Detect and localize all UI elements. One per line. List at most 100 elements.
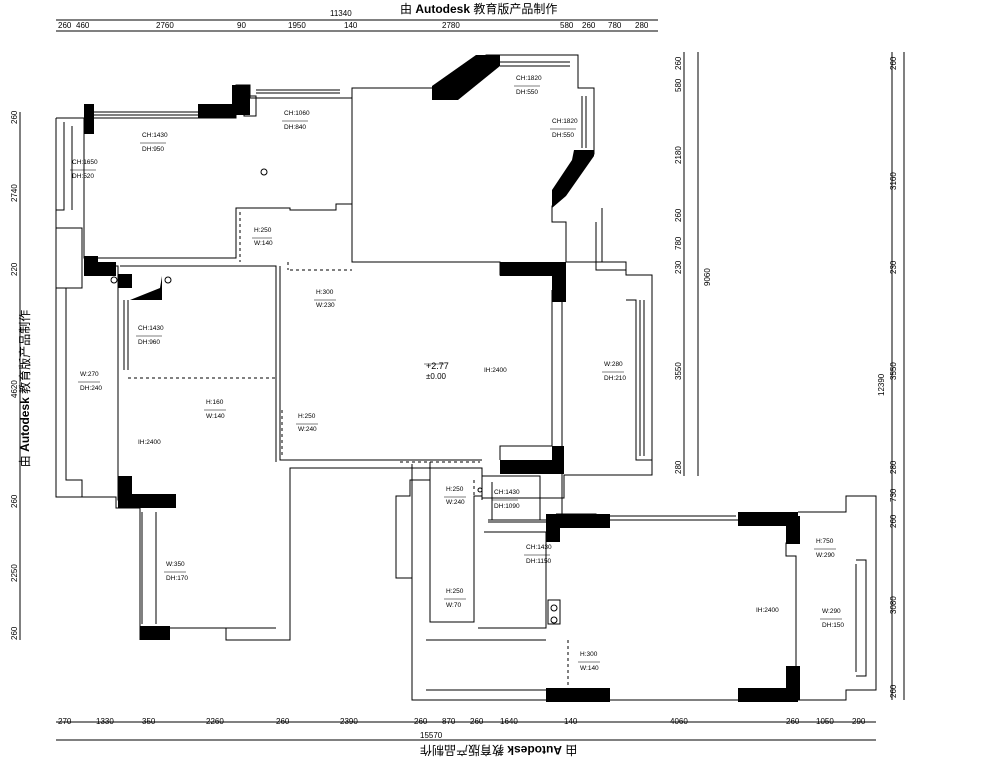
dim-left-6: 2250 xyxy=(10,564,19,582)
dim-left-4: 4620 xyxy=(10,380,19,398)
label-w140-b: W:140 xyxy=(206,413,225,420)
dim-bottom-1: 270 xyxy=(58,717,72,726)
dim-right-inner-3: 2180 xyxy=(674,146,683,164)
dim-bottom-6: 2390 xyxy=(340,717,358,726)
label-h750: H:750 xyxy=(816,538,834,545)
dim-right-outer-7: 260 xyxy=(889,514,898,528)
label-ih2400-a: IH:2400 xyxy=(138,439,161,446)
dim-top-2: 460 xyxy=(76,21,90,30)
dim-bottom-3: 350 xyxy=(142,717,156,726)
label-dh1090: DH:1090 xyxy=(494,503,520,510)
dim-right-inner-total: 9060 xyxy=(703,268,712,286)
watermark-prefix: 由 xyxy=(565,743,578,757)
dim-bottom-10: 1640 xyxy=(500,717,518,726)
watermark-suffix: 教育版产品制作 xyxy=(473,2,558,16)
label-dh840: DH:840 xyxy=(284,124,306,131)
label-dh950: DH:950 xyxy=(142,146,164,153)
watermark-brand: Autodesk xyxy=(18,397,33,452)
dim-left-7: 260 xyxy=(10,626,19,640)
label-h250-a: H:250 xyxy=(254,227,272,234)
label-w140-c: W:140 xyxy=(580,665,599,672)
dim-top-4: 90 xyxy=(237,21,246,30)
dim-top-8: 580 xyxy=(560,21,574,30)
label-ih2400-b: IH:2400 xyxy=(484,367,507,374)
label-w140-a: W:140 xyxy=(254,240,273,247)
label-ch1430-c: CH:1430 xyxy=(494,489,520,496)
dim-right-outer-total: 12390 xyxy=(877,373,886,396)
label-dh240: DH:240 xyxy=(80,385,102,392)
dim-right-inner-2: 580 xyxy=(674,78,683,92)
dim-right-outer-3: 230 xyxy=(889,260,898,274)
dim-left-5: 260 xyxy=(10,494,19,508)
dim-top-11: 280 xyxy=(635,21,649,30)
dim-left-3: 220 xyxy=(10,262,19,276)
label-w280: W:280 xyxy=(604,361,623,368)
label-w270: W:270 xyxy=(80,371,99,378)
dim-bottom-14: 1050 xyxy=(816,717,834,726)
label-dh550-a: DH:550 xyxy=(516,89,538,96)
dim-top-10: 780 xyxy=(608,21,622,30)
label-h250-b: H:250 xyxy=(298,413,316,420)
label-w70: W:70 xyxy=(446,602,461,609)
label-w290-a: W:290 xyxy=(816,552,835,559)
label-h160: H:160 xyxy=(206,399,224,406)
dim-top-7: 2780 xyxy=(442,21,460,30)
watermark-prefix: 由 xyxy=(400,2,413,16)
label-ch1430-a: CH:1430 xyxy=(142,132,168,139)
label-dh520: DH:520 xyxy=(72,173,94,180)
dim-top-5: 1950 xyxy=(288,21,306,30)
dim-bottom-8: 870 xyxy=(442,717,456,726)
dim-right-inner-8: 280 xyxy=(674,460,683,474)
dim-right-outer-8: 3080 xyxy=(889,596,898,614)
label-ch1820-a: CH:1820 xyxy=(516,75,542,82)
label-w230: W:230 xyxy=(316,302,335,309)
dim-bottom-11: 140 xyxy=(564,717,578,726)
dim-right-inner-6: 230 xyxy=(674,260,683,274)
dim-top-3: 2760 xyxy=(156,21,174,30)
dim-right-outer-6: 730 xyxy=(889,488,898,502)
label-h250-d: H:250 xyxy=(446,588,464,595)
label-w240-a: W:240 xyxy=(298,426,317,433)
watermark-suffix: 教育版产品制作 xyxy=(420,743,505,757)
dim-right-inner-7: 3550 xyxy=(674,362,683,380)
watermark-bottom: 由 Autodesk 教育版产品制作 xyxy=(420,742,577,759)
dim-bottom-12: 4060 xyxy=(670,717,688,726)
dim-right-inner-1: 260 xyxy=(674,56,683,70)
label-ch1650: CH:1650 xyxy=(72,159,98,166)
dim-right-outer-9: 260 xyxy=(889,684,898,698)
label-w290-b: W:290 xyxy=(822,608,841,615)
label-ch1060: CH:1060 xyxy=(284,110,310,117)
label-h250-c: H:250 xyxy=(446,486,464,493)
label-ch1430-b: CH:1430 xyxy=(138,325,164,332)
dim-right-inner-5: 780 xyxy=(674,236,683,250)
dim-bottom-5: 260 xyxy=(276,717,290,726)
dim-left-2: 2740 xyxy=(10,184,19,202)
dim-right-outer-2: 3160 xyxy=(889,172,898,190)
dim-right-outer-1: 260 xyxy=(889,56,898,70)
dim-top-total: 11340 xyxy=(330,9,352,18)
label-ch1820-b: CH:1820 xyxy=(552,118,578,125)
watermark-brand: Autodesk xyxy=(415,2,471,16)
label-elevation: +2.77 xyxy=(426,361,449,371)
dim-bottom-2: 1330 xyxy=(96,717,114,726)
label-h300-a: H:300 xyxy=(316,289,334,296)
label-ih2400-c: IH:2400 xyxy=(756,607,779,614)
dim-bottom-4: 2260 xyxy=(206,717,224,726)
dim-bottom-7: 260 xyxy=(414,717,428,726)
label-dh550-b: DH:550 xyxy=(552,132,574,139)
dim-bottom-13: 260 xyxy=(786,717,800,726)
dim-bottom-15: 290 xyxy=(852,717,866,726)
label-h300-b: H:300 xyxy=(580,651,598,658)
label-dh210: DH:210 xyxy=(604,375,626,382)
dim-top-9: 260 xyxy=(582,21,596,30)
label-elevation-zero: ±0.00 xyxy=(426,372,447,381)
label-w350: W:350 xyxy=(166,561,185,568)
dim-right-outer-5: 280 xyxy=(889,460,898,474)
dim-right-inner-4: 260 xyxy=(674,208,683,222)
label-dh1150: DH:1150 xyxy=(526,558,552,565)
dim-left-1: 260 xyxy=(10,110,19,124)
label-w240-b: W:240 xyxy=(446,499,465,506)
label-dh150: DH:150 xyxy=(822,622,844,629)
label-dh960: DH:960 xyxy=(138,339,160,346)
